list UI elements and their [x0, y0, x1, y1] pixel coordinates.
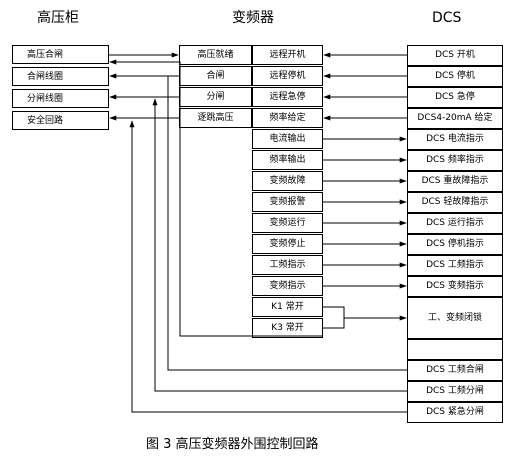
dcs-row-major-fault: DCS 重故障指示: [407, 171, 503, 192]
dcs-row-start: DCS 开机: [407, 45, 503, 66]
dcs-row-interlock: 工、变频闭锁: [407, 297, 503, 339]
dcs-row-blank: [407, 339, 503, 360]
vfd-row-hv-ready: 高压就绪: [179, 45, 252, 65]
dcs-row-4-20ma-setpoint: DCS4-20mA 给定: [407, 108, 503, 129]
hv-row-trip-coil: 分闸线圈: [12, 89, 109, 108]
hv-row-safety-loop: 安全回路: [12, 111, 109, 130]
dcs-row-vfd-indicator: DCS 变频指示: [407, 276, 503, 297]
dcs-row-minor-fault: DCS 轻故障指示: [407, 192, 503, 213]
hv-row-close: 高压合闸: [12, 45, 109, 64]
dcs-row-bypass-indicator: DCS 工频指示: [407, 255, 503, 276]
vfd-row-vfd-stopped: 变频停止: [252, 234, 323, 254]
wire-dcs-emergency-trip: [129, 120, 407, 413]
dcs-row-current-indicator: DCS 电流指示: [407, 129, 503, 150]
wire-k1: [323, 306, 407, 321]
dcs-row-stop: DCS 停机: [407, 66, 503, 87]
vfd-row-bypass-indicator: 工频指示: [252, 255, 323, 275]
dcs-row-freq-indicator: DCS 频率指示: [407, 150, 503, 171]
header-hv-cabinet: 高压柜: [37, 10, 79, 26]
vfd-row-k1-no: K1 常开: [252, 297, 323, 317]
dcs-row-stopped-indicator: DCS 停机指示: [407, 234, 503, 255]
vfd-row-remote-stop: 远程停机: [252, 66, 323, 86]
wire-k3: [323, 318, 345, 329]
header-dcs: DCS: [432, 10, 462, 26]
vfd-row-vfd-alarm: 变频报警: [252, 192, 323, 212]
vfd-row-freq-setpoint: 频率给定: [252, 108, 323, 128]
dcs-row-emergency-trip: DCS 紧急分闸: [407, 402, 503, 423]
dcs-row-running-indicator: DCS 运行指示: [407, 213, 503, 234]
wire-dcs-bypass-close: [160, 75, 407, 371]
dcs-row-bypass-trip: DCS 工频分闸: [407, 381, 503, 402]
vfd-row-trip: 分闸: [179, 87, 252, 107]
wire-dcs-bypass-trip: [152, 98, 407, 392]
dcs-row-estop: DCS 急停: [407, 87, 503, 108]
dcs-row-bypass-close: DCS 工频合闸: [407, 360, 503, 381]
vfd-row-remote-start: 远程开机: [252, 45, 323, 65]
wire-k3-to-hv-close: [109, 59, 323, 337]
vfd-row-k3-no: K3 常开: [252, 318, 323, 338]
hv-row-close-coil: 合闸线圈: [12, 67, 109, 86]
vfd-row-freq-output: 频率输出: [252, 150, 323, 170]
figure-caption: 图 3 高压变频器外围控制回路: [146, 437, 319, 452]
vfd-row-hv-trip: 逐跳高压: [179, 108, 252, 128]
vfd-row-remote-estop: 远程急停: [252, 87, 323, 107]
header-vfd: 变频器: [232, 10, 274, 26]
vfd-row-vfd-running: 变频运行: [252, 213, 323, 233]
vfd-row-current-output: 电流输出: [252, 129, 323, 149]
vfd-row-vfd-indicator: 变频指示: [252, 276, 323, 296]
vfd-row-vfd-fault: 变频故障: [252, 171, 323, 191]
